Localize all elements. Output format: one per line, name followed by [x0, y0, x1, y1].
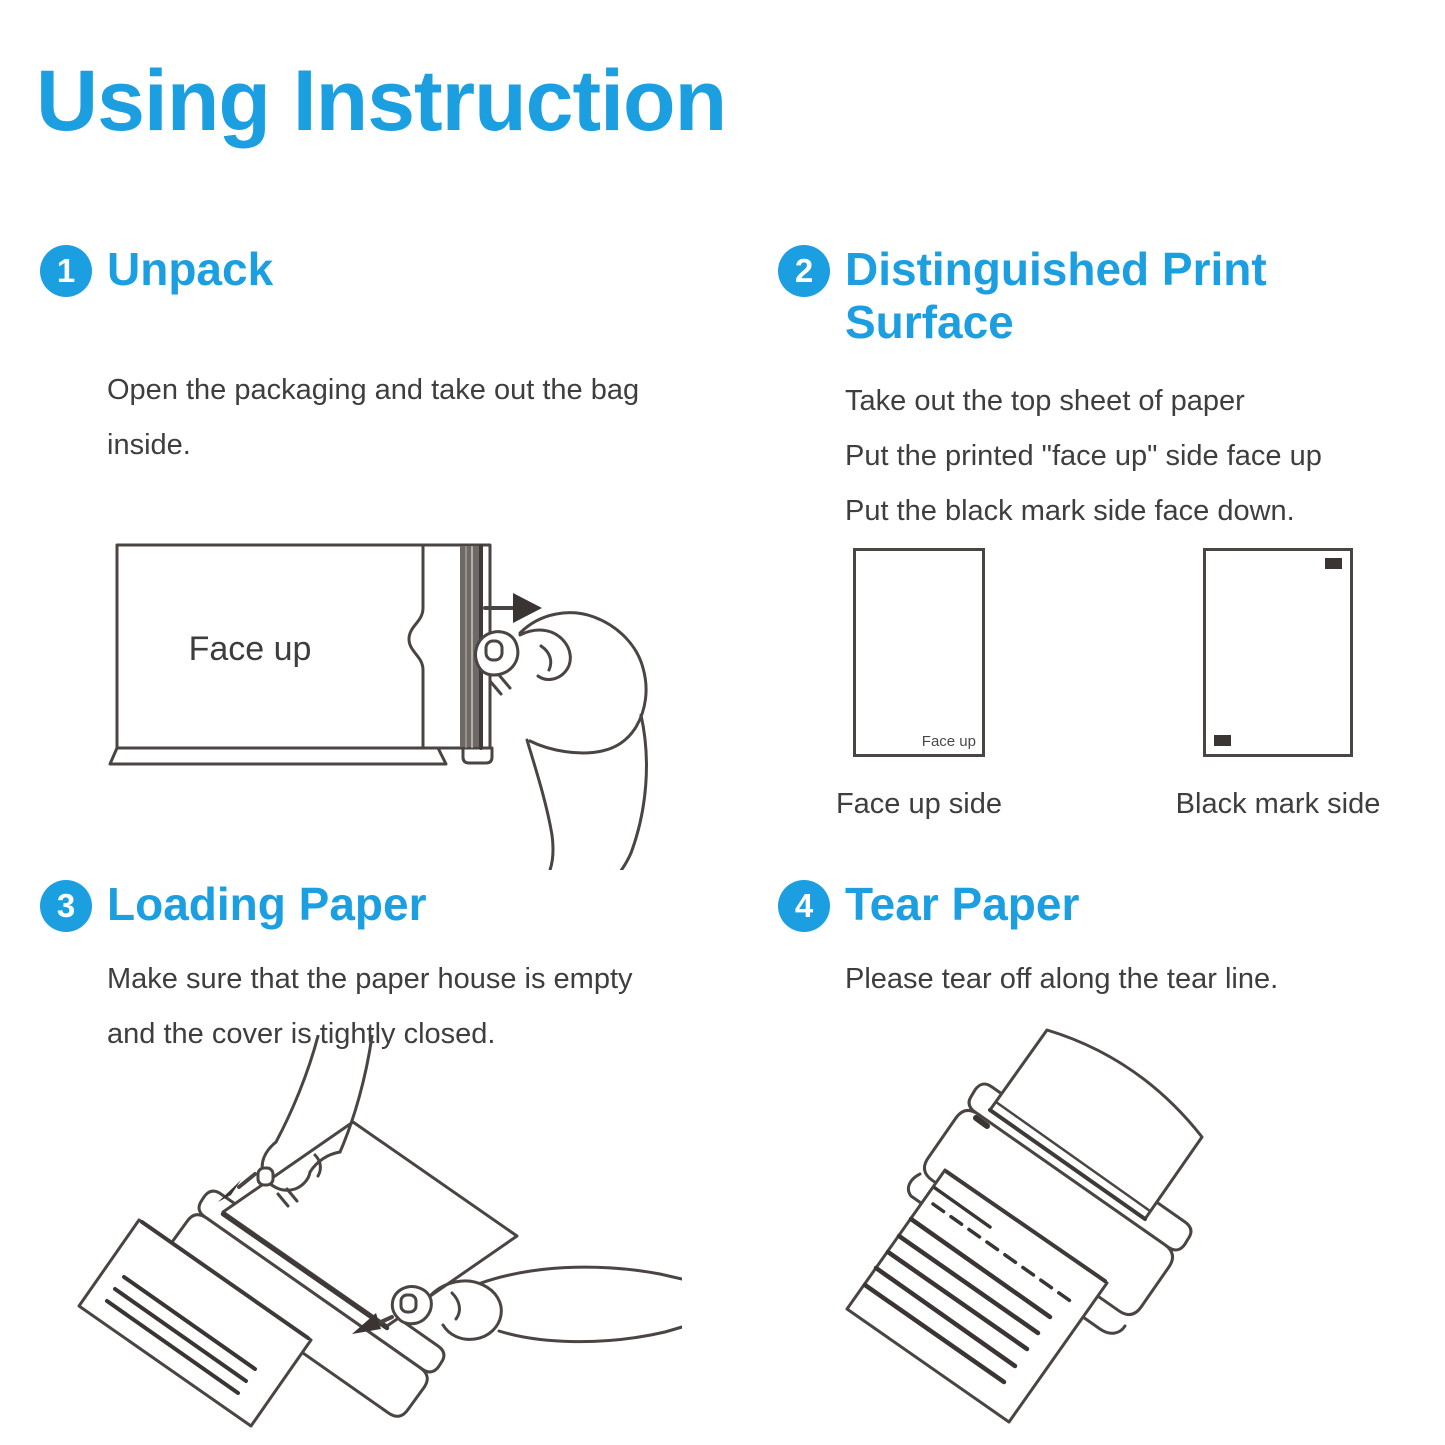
tear-line: [931, 1202, 1078, 1307]
step-distinguished-print-surface: 2 Distinguished Print Surface Take out t…: [778, 243, 1438, 539]
step-3-body: Make sure that the paper house is empty …: [107, 952, 682, 1062]
package-flap: [108, 746, 448, 766]
black-mark-top-right: [1325, 558, 1342, 569]
insert-arrow-left-icon: [218, 1172, 257, 1202]
instruction-text: Take out the top sheet of paper: [845, 384, 1245, 417]
step-unpack: 1 Unpack Open the packaging and take out…: [40, 243, 700, 473]
sleeve-notch-edge: [407, 543, 425, 750]
right-hand-graphic: [390, 1265, 682, 1344]
black-mark-side-caption: Black mark side: [1175, 788, 1381, 820]
slot-end-mark: [973, 1115, 990, 1129]
loading-paper-illustration: [77, 1035, 682, 1428]
insert-arrow-right-icon: [352, 1313, 394, 1334]
unpack-illustration: Face up: [108, 543, 648, 870]
print-surface-diagrams: Face up Face up side Black mark side: [830, 540, 1445, 840]
step-4-heading: Tear Paper: [845, 878, 1080, 930]
inserted-sheet: [220, 1120, 519, 1331]
instruction-text: Please tear off along the tear line.: [845, 963, 1279, 995]
face-up-side-caption: Face up side: [835, 788, 1003, 820]
step-2-heading: Distinguished Print Surface: [845, 243, 1267, 349]
step-3-number-badge: 3: [40, 880, 92, 932]
paper-stack-edge: [460, 544, 483, 750]
sheet-face-up-label: Face up: [921, 733, 976, 750]
instruction-text: Make sure that the paper house is empty …: [107, 963, 633, 1051]
package-face-up-label: Face up: [189, 630, 312, 668]
black-mark-sheet: [1203, 548, 1353, 757]
step-2-header: 2 Distinguished Print Surface: [778, 243, 1438, 350]
page-title: Using Instruction: [36, 53, 727, 149]
package-outline: [115, 543, 492, 750]
step-1-body: Open the packaging and take out the bag …: [107, 363, 682, 473]
step-2-body: Take out the top sheet of paper Put the …: [845, 374, 1438, 539]
step-4-number-badge: 4: [778, 880, 830, 932]
instruction-text: Put the printed "face up" side face up: [845, 439, 1322, 472]
step-4-header: 4 Tear Paper: [778, 878, 1438, 932]
step-loading-paper: 3 Loading Paper Make sure that the paper…: [40, 878, 700, 1062]
step-1-header: 1 Unpack: [40, 243, 700, 297]
printer-front-face: [166, 1213, 429, 1418]
step-3-header: 3 Loading Paper: [40, 878, 700, 932]
instruction-text: Open the packaging and take out the bag …: [107, 374, 640, 462]
package-flap-tab: [461, 746, 494, 765]
face-up-sheet: Face up: [853, 548, 985, 757]
step-2-number-badge: 2: [778, 245, 830, 297]
step-4-body: Please tear off along the tear line.: [845, 952, 1438, 1007]
hand-graphic: [474, 611, 648, 870]
supply-sheet: [988, 1028, 1204, 1221]
printer-front-face: [922, 1108, 1175, 1317]
black-mark-bottom-left: [1214, 735, 1231, 746]
printed-sheet: [845, 1168, 1109, 1424]
instruction-text: Put the black mark side face down.: [845, 494, 1295, 527]
step-1-number-badge: 1: [40, 245, 92, 297]
pull-right-arrow-icon: [483, 593, 542, 623]
left-hand-graphic: [256, 1035, 374, 1208]
output-sheet: [77, 1218, 313, 1428]
step-3-heading: Loading Paper: [107, 878, 427, 930]
step-tear-paper: 4 Tear Paper Please tear off along the t…: [778, 878, 1438, 1007]
tear-paper-illustration: [845, 1028, 1204, 1424]
step-1-heading: Unpack: [107, 243, 274, 295]
